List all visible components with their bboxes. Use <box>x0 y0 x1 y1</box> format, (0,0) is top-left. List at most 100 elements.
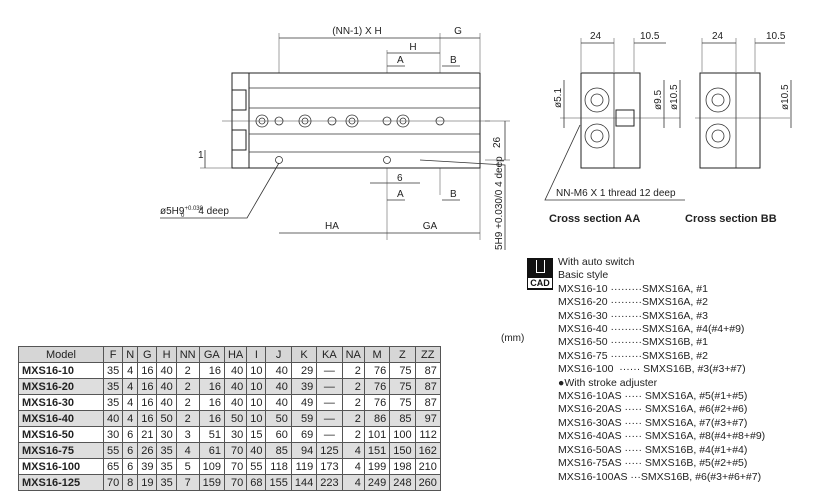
column-header: I <box>246 346 267 363</box>
value-cell: 30 <box>223 426 248 443</box>
cross-section-aa: 24 10.5 ø5.1 ø9.5 ø10.5 NN-M6 X 1 thread… <box>544 31 685 225</box>
value-cell: 2 <box>341 362 365 379</box>
cad-list-item[interactable]: MXS16-75AS ····· SMXS16B, #5(#2+#5) <box>558 457 748 470</box>
value-cell: 151 <box>363 442 391 459</box>
cad-list-item[interactable]: MXS16-40AS ····· SMXS16A, #8(#4+#8+#9) <box>558 430 766 443</box>
value-cell: 35 <box>102 378 124 395</box>
aa-dia-10-5: ø10.5 <box>669 84 680 110</box>
bb-width-10-5: 10.5 <box>766 31 786 42</box>
cad-list-item[interactable]: MXS16-100AS ···SMXS16B, #6(#3+#6+#7) <box>558 470 762 483</box>
value-cell: 144 <box>290 474 318 491</box>
dim-ha: HA <box>325 221 339 232</box>
value-cell: 50 <box>265 410 292 427</box>
value-cell: 4 <box>341 474 365 491</box>
value-cell: 40 <box>223 378 248 395</box>
value-cell: 69 <box>290 426 318 443</box>
column-header: K <box>290 346 318 363</box>
cad-list-item[interactable]: MXS16-10AS ····· SMXS16A, #5(#1+#5) <box>558 390 748 403</box>
cross-section-bb: 24 10.5 ø10.5 Cross section BB <box>685 31 792 225</box>
value-cell: 4 <box>122 362 139 379</box>
dim-26: 26 <box>492 136 503 148</box>
column-header: GA <box>198 346 225 363</box>
value-cell: 60 <box>265 426 292 443</box>
value-cell: 30 <box>156 426 177 443</box>
model-cell: MXS16-20 <box>18 378 104 395</box>
value-cell: 2 <box>175 378 200 395</box>
cad-list-item[interactable]: MXS16-40 ·········SMXS16A, #4(#4+#9) <box>558 323 745 336</box>
bb-title: Cross section BB <box>685 213 777 225</box>
value-cell: 35 <box>156 474 177 491</box>
value-cell: 97 <box>414 410 441 427</box>
value-cell: 75 <box>389 394 416 411</box>
dim-nn1xh: (NN-1) X H <box>332 26 381 37</box>
aa-thread-label: NN-M6 X 1 thread 12 deep <box>556 188 676 199</box>
mounting-holes <box>255 114 445 164</box>
cad-list-item[interactable]: MXS16-50AS ····· SMXS16B, #4(#1+#4) <box>558 443 748 456</box>
value-cell: 155 <box>265 474 292 491</box>
value-cell: 87 <box>414 362 441 379</box>
model-cell: MXS16-30 <box>18 394 104 411</box>
value-cell: 55 <box>102 442 124 459</box>
value-cell: 199 <box>363 458 391 475</box>
cad-list-item[interactable]: MXS16-30 ·········SMXS16A, #3 <box>558 309 708 322</box>
aa-dia-9-5: ø9.5 <box>653 90 664 110</box>
column-header: N <box>122 346 139 363</box>
value-cell: 5 <box>175 458 200 475</box>
bb-width-24: 24 <box>712 31 724 42</box>
column-header: NA <box>341 346 365 363</box>
value-cell: — <box>316 426 343 443</box>
section-b-top: B <box>450 55 457 66</box>
value-cell: 75 <box>389 362 416 379</box>
dim-1: 1 <box>198 150 204 161</box>
value-cell: 59 <box>290 410 318 427</box>
cad-list-item[interactable]: MXS16-20AS ····· SMXS16A, #6(#2+#6) <box>558 403 748 416</box>
value-cell: 6 <box>122 442 139 459</box>
value-cell: 70 <box>223 442 248 459</box>
value-cell: 10 <box>246 410 267 427</box>
value-cell: 3 <box>175 426 200 443</box>
value-cell: 101 <box>363 426 391 443</box>
model-cell: MXS16-40 <box>18 410 104 427</box>
dim-6: 6 <box>397 173 403 184</box>
value-cell: 118 <box>265 458 292 475</box>
value-cell: 50 <box>156 410 177 427</box>
value-cell: 10 <box>246 394 267 411</box>
cad-list-item[interactable]: MXS16-75 ·········SMXS16B, #2 <box>558 349 708 362</box>
value-cell: 210 <box>414 458 441 475</box>
dim-g: G <box>454 26 462 37</box>
value-cell: 109 <box>198 458 225 475</box>
model-cell: MXS16-125 <box>18 474 104 491</box>
value-cell: 40 <box>246 442 267 459</box>
value-cell: 162 <box>414 442 441 459</box>
value-cell: 39 <box>290 378 318 395</box>
cad-list-item[interactable]: MXS16-50 ·········SMXS16B, #1 <box>558 336 708 349</box>
cad-list-item[interactable]: MXS16-30AS ····· SMXS16A, #7(#3+#7) <box>558 416 748 429</box>
value-cell: 30 <box>102 426 124 443</box>
value-cell: 39 <box>137 458 158 475</box>
cad-list-item[interactable]: MXS16-100 ······ SMXS16B, #3(#3+#7) <box>558 363 746 376</box>
value-cell: — <box>316 378 343 395</box>
value-cell: 16 <box>137 410 158 427</box>
value-cell: 29 <box>290 362 318 379</box>
column-header: J <box>265 346 292 363</box>
value-cell: 6 <box>122 426 139 443</box>
cad-list-item[interactable]: MXS16-10 ·········SMXS16A, #1 <box>558 282 708 295</box>
value-cell: 100 <box>389 426 416 443</box>
value-cell: 85 <box>389 410 416 427</box>
value-cell: 21 <box>137 426 158 443</box>
value-cell: 40 <box>156 362 177 379</box>
value-cell: 75 <box>389 378 416 395</box>
section-b-bottom: B <box>450 189 457 200</box>
aa-width-24: 24 <box>590 31 602 42</box>
cad-list-item[interactable]: MXS16-20 ·········SMXS16A, #2 <box>558 296 708 309</box>
column-header: HA <box>223 346 248 363</box>
value-cell: — <box>316 410 343 427</box>
value-cell: 70 <box>223 474 248 491</box>
cad-icon[interactable]: CAD <box>527 258 553 290</box>
